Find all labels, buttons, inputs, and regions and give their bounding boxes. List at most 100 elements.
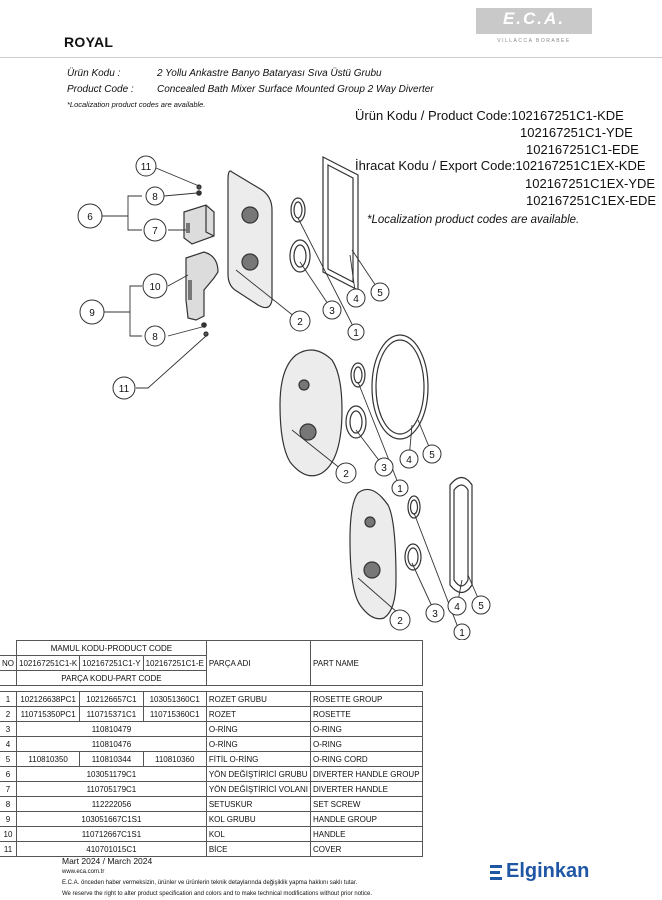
callout-10: 10 (142, 273, 168, 299)
table-cell: 8 (0, 796, 17, 812)
svg-text:5: 5 (429, 450, 435, 461)
table-cell: ROSETTE (309, 706, 423, 722)
callout-2-c: 2 (389, 609, 411, 631)
svg-text:10: 10 (149, 282, 161, 293)
table-cell: 103051179C1 (16, 766, 207, 782)
table-cell: ROZET GRUBU (205, 691, 311, 707)
svg-text:3: 3 (432, 609, 438, 620)
callout-2-b: 2 (335, 462, 357, 484)
callout-4-b: 4 (399, 449, 419, 469)
page-title: ROYAL (64, 34, 114, 50)
table-cell: O-RING (309, 736, 423, 752)
table-cell: O-RİNG (205, 736, 311, 752)
callout-4-c: 4 (447, 596, 467, 616)
svg-text:2: 2 (397, 616, 403, 627)
table-cell: 4 (0, 736, 17, 752)
svg-text:11: 11 (141, 162, 152, 173)
table-cell: BİCE (205, 841, 311, 857)
o-ring-small-2 (345, 362, 367, 439)
callout-5-c: 5 (471, 595, 491, 615)
footer-disclaimer-en: We reserve the right to alter product sp… (62, 891, 373, 897)
callout-11-top: 11 (135, 155, 157, 177)
header-part-code: PARÇA KODU-PART CODE (16, 670, 207, 686)
table-cell: KOL GRUBU (205, 811, 311, 827)
callout-8-bottom: 8 (144, 325, 166, 347)
table-header-row: MAMUL KODU-PRODUCT CODE PARÇA ADI PART N… (0, 640, 423, 686)
svg-text:2: 2 (297, 317, 303, 328)
table-cell: DIVERTER HANDLE (309, 781, 423, 797)
callout-6: 6 (77, 203, 103, 229)
eca-logo (476, 8, 592, 34)
export-code-yde: 102167251C1EX-YDE (525, 176, 656, 191)
elginkan-logo-text: Elginkan (506, 860, 590, 882)
table-cell: FİTİL O-RİNG (205, 751, 311, 767)
table-cell: O-RING CORD (309, 751, 423, 767)
header-code-e: 102167251C1-E (142, 655, 207, 671)
callout-5-a: 5 (370, 282, 390, 302)
o-ring-small-1 (289, 197, 311, 273)
table-cell: 103051667C1S1 (16, 811, 207, 827)
callout-1-a: 1 (347, 323, 365, 341)
svg-text:6: 6 (87, 212, 93, 223)
table-cell: 112222056 (16, 796, 207, 812)
table-cell: 110705179C1 (16, 781, 207, 797)
table-cell: ROSETTE GROUP (309, 691, 423, 707)
eca-logo-text: E.C.A. (502, 9, 566, 28)
svg-text:5: 5 (377, 288, 383, 299)
svg-text:3: 3 (381, 463, 387, 474)
exploded-parts-diagram: 11 8 6 7 10 9 8 11 2 3 1 4 5 2 3 1 4 5 2… (77, 155, 491, 640)
header-part-name: PART NAME (309, 640, 423, 686)
elginkan-logo-mark (490, 865, 502, 880)
callout-5-b: 5 (422, 444, 442, 464)
table-cell: 102126638PC1 (15, 691, 81, 707)
svg-text:4: 4 (454, 602, 460, 613)
table-cell: ROZET (205, 706, 311, 722)
localization-note: *Localization product codes are availabl… (367, 214, 580, 226)
svg-text:5: 5 (478, 601, 484, 612)
callout-3-c: 3 (425, 603, 445, 623)
table-cell: 102126657C1 (79, 691, 144, 707)
header-parca-adi: PARÇA ADI (205, 640, 311, 686)
table-cell: 103051360C1 (142, 691, 207, 707)
svg-text:7: 7 (152, 226, 158, 237)
table-cell: YÖN DEĞİŞTİRİCİ GRUBU (205, 766, 311, 782)
footer-website: www.eca.com.tr (62, 869, 105, 875)
product-code-value: Concealed Bath Mixer Surface Mounted Gro… (157, 84, 434, 95)
svg-text:1: 1 (397, 484, 403, 495)
table-cell: YÖN DEĞİŞTİRİCİ VOLANI (205, 781, 311, 797)
table-cell: 110810360 (142, 751, 207, 767)
rosette-plate-2 (279, 349, 343, 477)
callout-3-b: 3 (374, 457, 394, 477)
o-ring-cord-1 (322, 156, 359, 291)
urun-kodu-value: 2 Yollu Ankastre Banyo Bataryası Sıva Üs… (157, 68, 382, 79)
footer-disclaimer-tr: E.C.A. önceden haber vermeksizin, ürünle… (62, 880, 358, 886)
table-cell: 3 (0, 721, 17, 737)
table-cell: 11 (0, 841, 17, 857)
product-code-yde: 102167251C1-YDE (520, 125, 633, 140)
svg-text:4: 4 (406, 455, 412, 466)
footer-date: Mart 2024 / March 2024 (62, 856, 153, 866)
svg-text:4: 4 (353, 294, 359, 305)
table-cell: 9 (0, 811, 17, 827)
svg-text:11: 11 (119, 384, 130, 395)
table-cell: O-RING (309, 721, 423, 737)
product-code-line: Ürün Kodu / Product Code:102167251C1-KDE (355, 108, 624, 123)
callout-1-b: 1 (391, 479, 409, 497)
table-cell: 110712667C1S1 (16, 826, 207, 842)
header-product-code: MAMUL KODU-PRODUCT CODE (16, 640, 207, 656)
header-no: NO (0, 655, 17, 671)
table-cell: DIVERTER HANDLE GROUP (309, 766, 423, 782)
table-cell: SET SCREW (309, 796, 423, 812)
callout-3-a: 3 (322, 300, 342, 320)
handle (185, 251, 219, 321)
callout-9: 9 (79, 299, 105, 325)
table-cell: 110715371C1 (79, 706, 144, 722)
svg-text:9: 9 (89, 308, 95, 319)
